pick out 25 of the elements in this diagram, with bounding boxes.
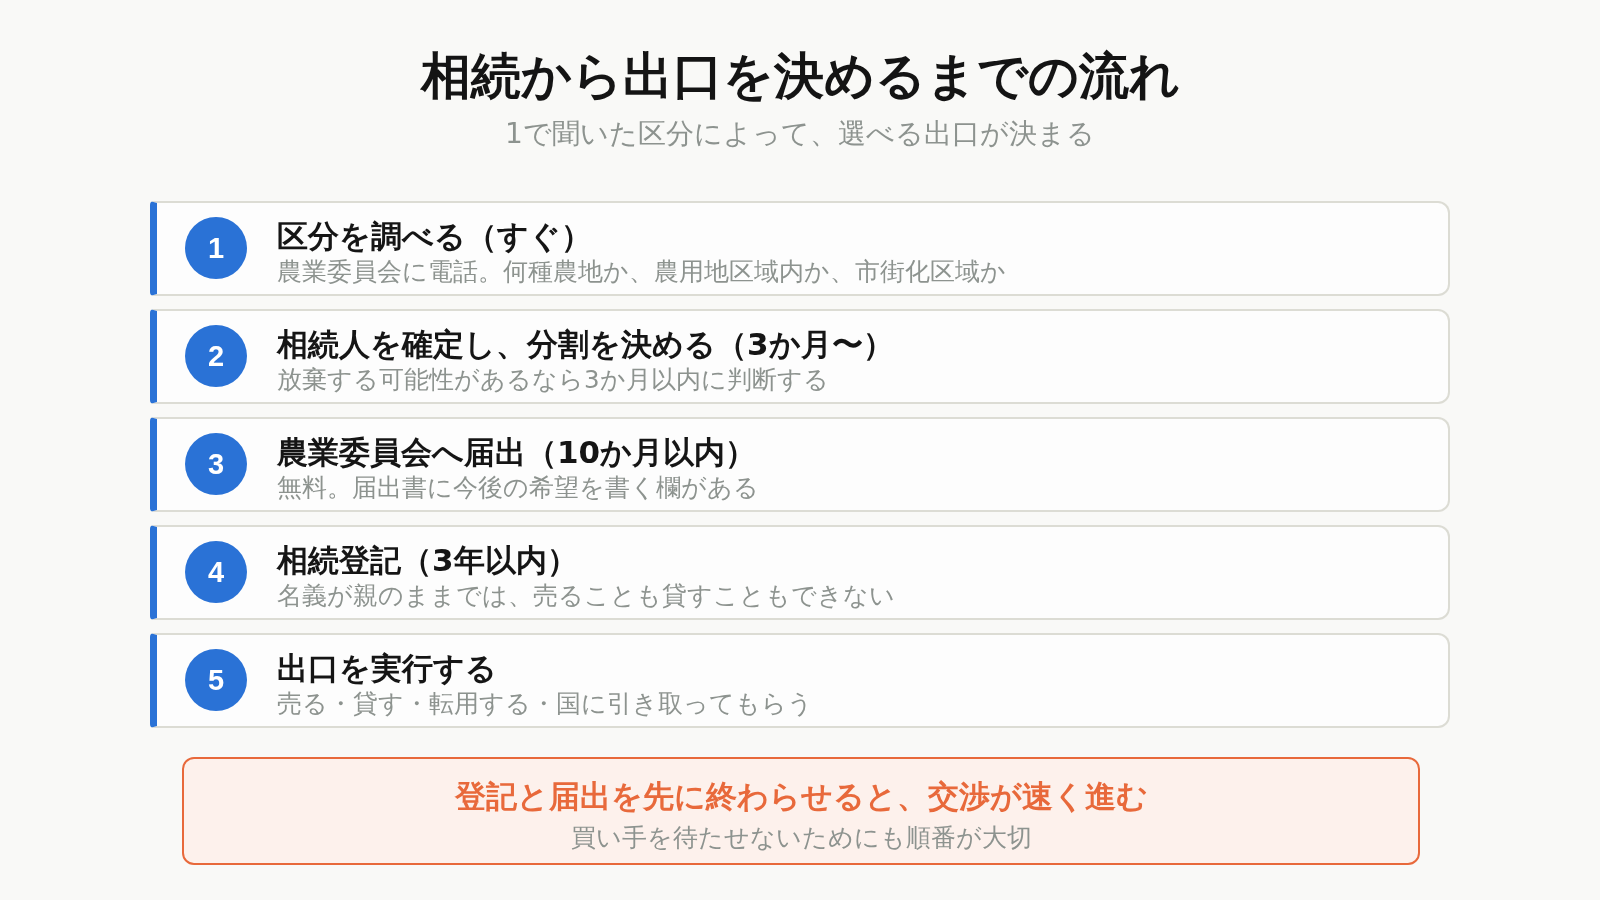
step-description: 農業委員会に電話。何種農地か、農用地区域内か、市街化区域か — [277, 256, 1006, 288]
step-card — [150, 525, 1450, 620]
step-number: 5 — [185, 649, 247, 711]
note-box — [182, 757, 1420, 865]
step-number: 1 — [185, 217, 247, 279]
step-card — [150, 633, 1450, 728]
step-number: 2 — [185, 325, 247, 387]
step-card — [150, 417, 1450, 512]
step-description: 放棄する可能性があるなら3か月以内に判断する — [277, 364, 829, 396]
page-subtitle: 1で聞いた区分によって、選べる出口が決まる — [505, 116, 1095, 152]
note-text: 買い手を待たせないためにも順番が大切 — [570, 822, 1032, 854]
step-title: 農業委員会へ届出（10か月以内） — [277, 433, 757, 472]
step-title: 区分を調べる（すぐ） — [277, 217, 592, 256]
step-card — [150, 201, 1450, 296]
note-title: 登記と届出を先に終わらせると、交渉が速く進む — [454, 778, 1148, 816]
step-number: 3 — [185, 433, 247, 495]
step-title: 相続人を確定し、分割を決める（3か月〜） — [277, 325, 894, 364]
step-number: 4 — [185, 541, 247, 603]
step-title: 出口を実行する — [277, 649, 497, 688]
step-title: 相続登記（3年以内） — [277, 541, 578, 580]
page-title: 相続から出口を決めるまでの流れ — [420, 46, 1180, 107]
step-card — [150, 309, 1450, 404]
step-description: 名義が親のままでは、売ることも貸すこともできない — [277, 580, 895, 612]
step-description: 無料。届出書に今後の希望を書く欄がある — [277, 472, 759, 504]
step-description: 売る・貸す・転用する・国に引き取ってもらう — [277, 688, 813, 720]
